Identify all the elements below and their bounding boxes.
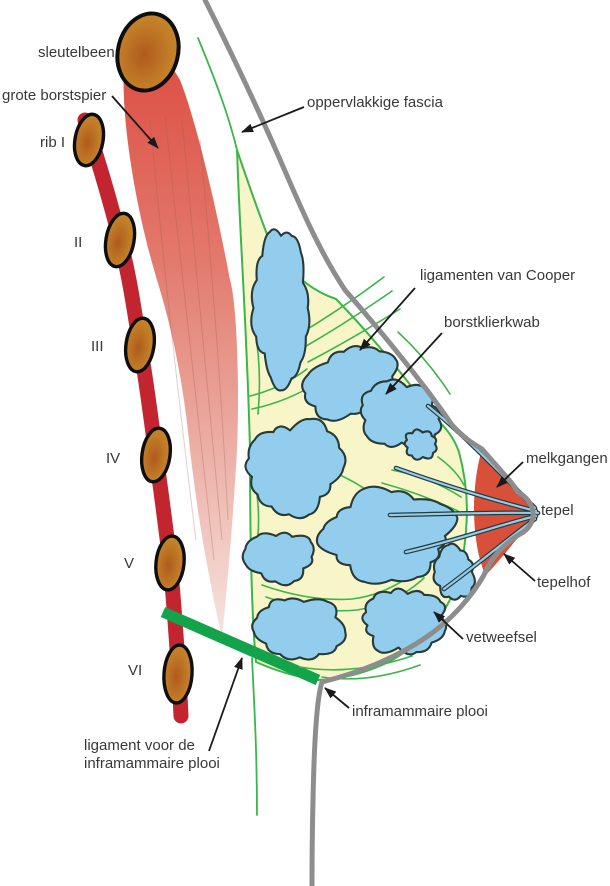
gland-lobe-shape <box>244 417 347 520</box>
label-areola: tepelhof <box>537 574 591 591</box>
inframammary-ligament-band <box>160 606 321 686</box>
gland-lobe-shape <box>241 531 315 587</box>
label-rib-2: II <box>74 234 83 251</box>
rib-4-shape <box>139 426 173 484</box>
fascia-line-below-breast <box>251 657 258 816</box>
label-milk-ducts: melkgangen <box>526 450 608 467</box>
annotation-arrows <box>111 95 536 752</box>
rib-1-shape <box>72 112 106 168</box>
label-cooper-ligaments: ligamenten van Cooper <box>420 267 576 284</box>
label-clavicle: sleutelbeen <box>38 44 115 61</box>
label-inframammary-ligament: ligament voor de inframammaire plooi <box>84 737 220 772</box>
clavicle-shape <box>115 11 181 93</box>
rib-6-shape <box>162 643 194 705</box>
label-nipple: tepel <box>541 502 574 519</box>
label-rib-4: IV <box>106 450 121 467</box>
superficial-fascia-line <box>197 37 238 151</box>
label-rib-3: III <box>91 338 104 355</box>
label-rib-5: V <box>124 555 135 572</box>
label-rib-6: VI <box>128 662 143 679</box>
label-inframammary-fold: inframammaire plooi <box>352 703 488 720</box>
rib-2-shape <box>103 211 137 269</box>
label-rib-1: rib I <box>40 134 66 151</box>
skin-outline <box>202 0 536 886</box>
pectoral-muscle-shape <box>123 47 239 639</box>
rib-3-shape <box>123 316 157 374</box>
label-pectoral-muscle: grote borstspier <box>2 87 107 104</box>
label-gland-lobe: borstklierkwab <box>444 314 540 331</box>
gland-lobe-shape <box>432 542 476 601</box>
rib-5-shape <box>154 534 186 592</box>
label-superficial-fascia: oppervlakkige fascia <box>307 94 443 111</box>
gland-lobe-shape <box>361 587 448 656</box>
gland-lobe-shape <box>251 597 347 661</box>
gland-lobe-shape <box>250 228 311 392</box>
rib-cross-sections <box>72 11 194 705</box>
label-fat-tissue: vetweefsel <box>466 629 537 646</box>
gland-lobe-shape <box>403 428 438 461</box>
gland-lobe-shape <box>315 485 459 585</box>
